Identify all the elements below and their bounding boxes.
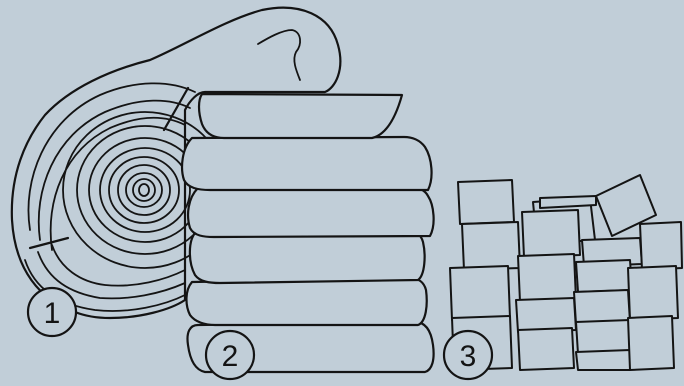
folded-stack-illustration <box>182 94 434 372</box>
label-2-text: 2 <box>222 340 239 373</box>
label-badge-2: 2 <box>206 331 254 379</box>
label-badge-1: 1 <box>28 288 76 336</box>
label-1-text: 1 <box>44 297 61 330</box>
label-3-text: 3 <box>460 340 477 373</box>
label-badge-3: 3 <box>444 331 492 379</box>
